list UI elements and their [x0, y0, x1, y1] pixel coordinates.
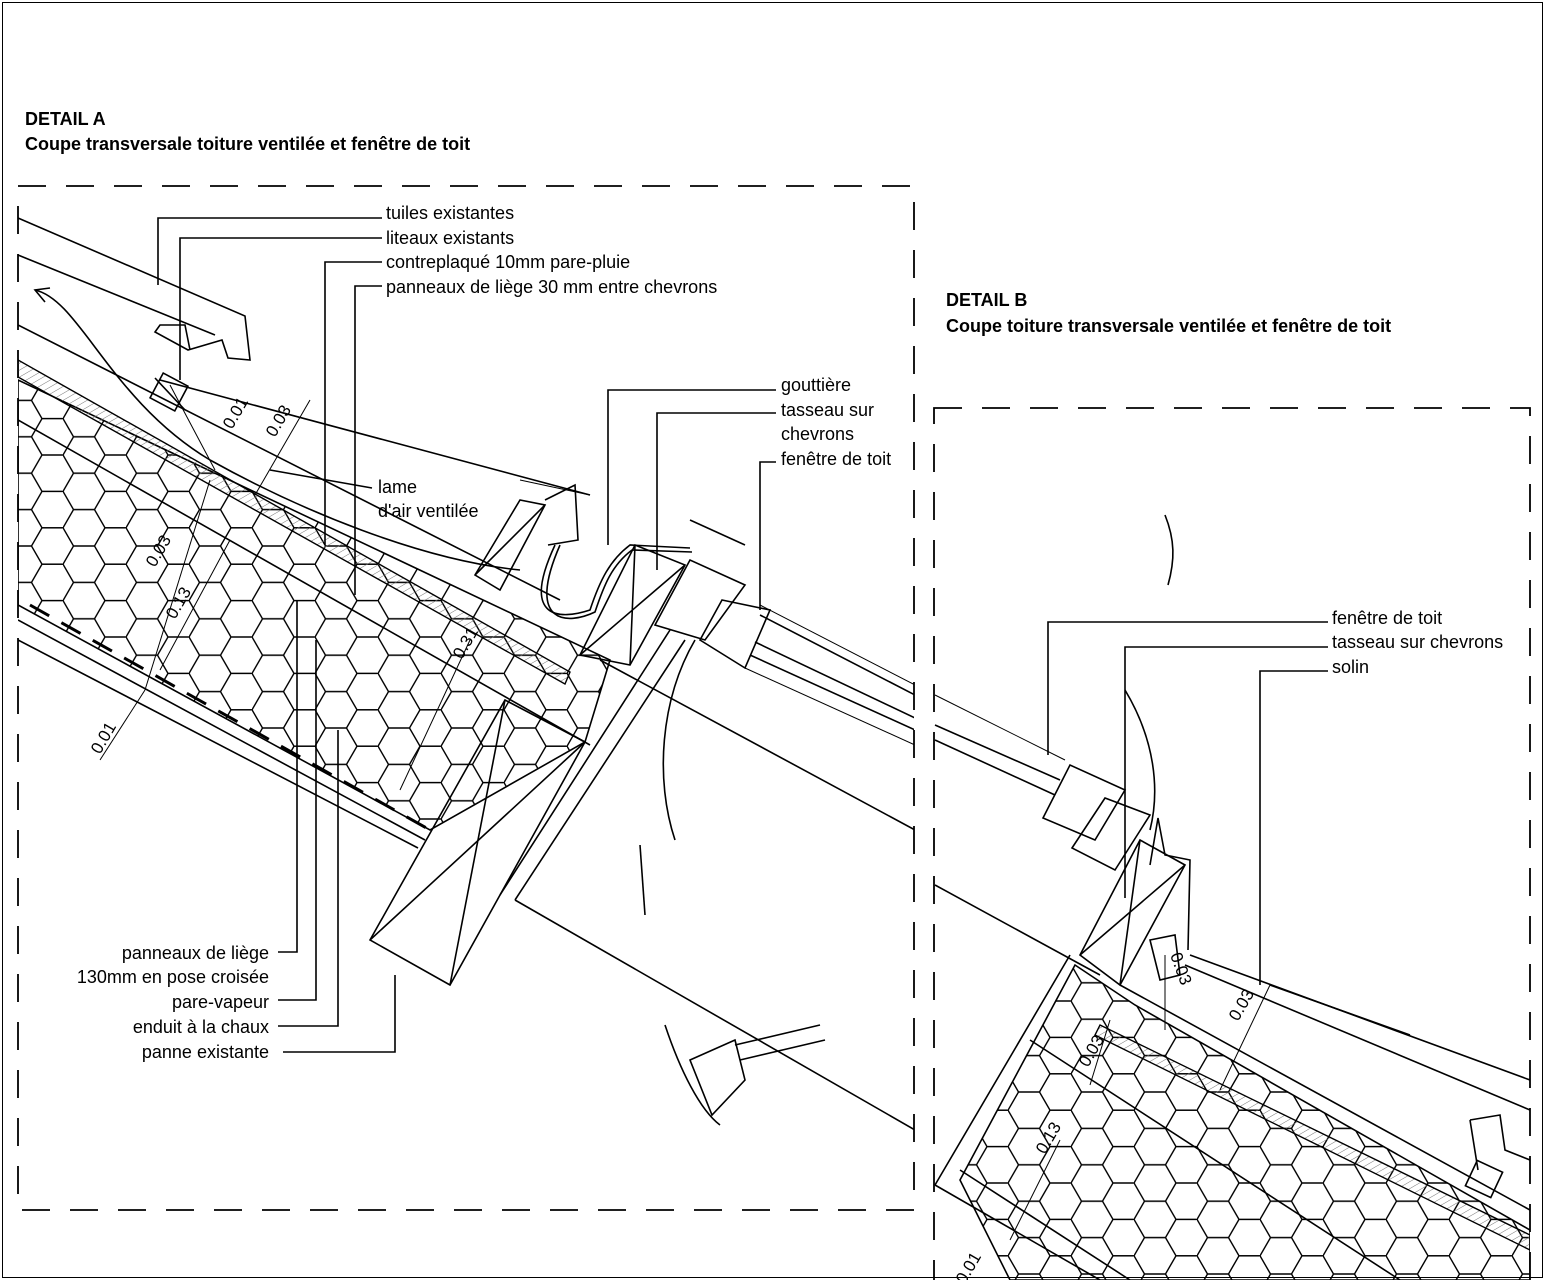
detail-a-border — [17, 185, 915, 1211]
label-liege-130-2: 130mm en pose croisée — [77, 967, 269, 987]
detail-a-title: DETAIL A — [25, 109, 106, 129]
label-fenetre-a: fenêtre de toit — [781, 449, 891, 469]
label-contreplaque: contreplaqué 10mm pare-pluie — [386, 252, 630, 272]
dim-b-5: 0.01 — [952, 1249, 985, 1280]
label-fenetre-b: fenêtre de toit — [1332, 608, 1442, 628]
detail-a-section — [18, 217, 914, 1131]
label-air: d'air ventilée — [378, 501, 479, 521]
dim-a-6: 0.01 — [87, 719, 120, 757]
label-tasseau-b: tasseau sur chevrons — [1332, 632, 1503, 652]
cork-insulation — [18, 379, 611, 831]
label-solin: solin — [1332, 657, 1369, 677]
label-pare-vapeur: pare-vapeur — [172, 992, 269, 1012]
label-tasseau-2: chevrons — [781, 424, 854, 444]
detail-b-section — [934, 514, 1530, 1280]
detail-b-border — [933, 407, 1531, 1280]
label-liege-130-1: panneaux de liège — [122, 943, 269, 963]
dim-a-1: 0.01 — [219, 394, 252, 432]
detail-a-subtitle: Coupe transversale toiture ventilée et f… — [25, 134, 470, 154]
plywood-board — [18, 359, 571, 685]
label-liteaux: liteaux existants — [386, 228, 514, 248]
label-enduit: enduit à la chaux — [133, 1017, 269, 1037]
vapour-barrier — [29, 603, 431, 832]
detail-b-subtitle: Coupe toiture transversale ventilée et f… — [946, 316, 1391, 336]
label-tuiles: tuiles existantes — [386, 203, 514, 223]
label-liege-30: panneaux de liège 30 mm entre chevrons — [386, 277, 717, 297]
detail-b-title: DETAIL B — [946, 290, 1027, 310]
label-tasseau-1: tasseau sur — [781, 400, 874, 420]
dim-b-2: 0.03 — [1225, 986, 1258, 1024]
label-panne: panne existante — [142, 1042, 269, 1062]
label-gouttiere: gouttière — [781, 375, 851, 395]
label-lame: lame — [378, 477, 417, 497]
